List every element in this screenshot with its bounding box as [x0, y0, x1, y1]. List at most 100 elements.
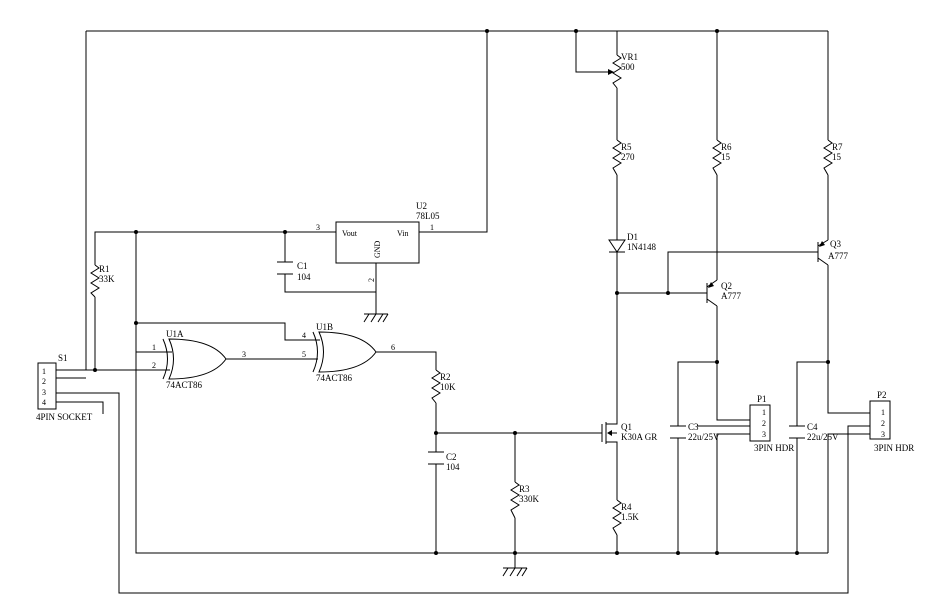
- header-p2: 1 2 3 P2 3PIN HDR: [869, 390, 914, 453]
- resistor-r1: R1 33K: [90, 264, 115, 298]
- header-p1: 1 2 3 P1 3PIN HDR: [749, 394, 794, 453]
- s1-pin1-label: 1: [42, 367, 46, 376]
- junction-dot: [715, 360, 719, 364]
- q1-value: K30A GR: [621, 432, 657, 442]
- u1b-value: 74ACT86: [316, 373, 353, 383]
- resistor-r6: R6 15: [712, 139, 732, 176]
- p2-pin2-label: 2: [881, 419, 885, 428]
- c2-value: 104: [446, 462, 460, 472]
- junction-dot: [676, 551, 680, 555]
- transistor-q1: Q1 K30A GR: [601, 416, 657, 449]
- junction-dot: [666, 291, 670, 295]
- resistor-r3: R3 330K: [510, 481, 540, 519]
- capacitor-c3: C3 22u/25V: [670, 422, 720, 442]
- wire-u1b-out: [376, 351, 437, 370]
- d1-ref: D1: [627, 232, 638, 242]
- r4-value: 1.5K: [621, 512, 639, 522]
- wire-vcc-branch: [135, 232, 828, 554]
- connector-s1: 1 2 3 4 S1 4PIN SOCKET: [36, 353, 93, 422]
- junction-dot: [434, 551, 438, 555]
- c3-ref: C3: [688, 422, 699, 432]
- potentiometer-vr1: VR1 500: [607, 52, 638, 89]
- q3-ref: Q3: [830, 239, 841, 249]
- xor-gate-u1b: 4 5 6 U1B 74ACT86: [302, 322, 395, 383]
- junction-dot: [434, 431, 438, 435]
- u2-pin-gnd: 2: [367, 278, 376, 282]
- u1b-ref: U1B: [316, 322, 333, 332]
- s1-pin2-label: 2: [42, 377, 46, 386]
- q1-ref: Q1: [621, 422, 632, 432]
- u2-ref: U2: [416, 201, 427, 211]
- junction-dot: [715, 551, 719, 555]
- junction-dot: [574, 29, 578, 33]
- r1-ref: R1: [99, 264, 110, 274]
- junction-dot: [283, 230, 287, 234]
- wire-p1-pin3: [716, 433, 750, 553]
- junction-dot: [134, 230, 138, 234]
- s1-value: 4PIN SOCKET: [36, 412, 93, 422]
- u1b-pin5: 5: [302, 350, 306, 359]
- r7-value: 15: [832, 152, 842, 162]
- p1-value: 3PIN HDR: [754, 443, 794, 453]
- u1a-pin3: 3: [242, 350, 246, 359]
- r4-ref: R4: [621, 502, 632, 512]
- wire-c1-bottom: [284, 274, 376, 293]
- ground-symbol-r3: [502, 567, 528, 577]
- p2-pin1-label: 1: [881, 408, 885, 417]
- r3-ref: R3: [519, 484, 530, 494]
- u1b-pin4: 4: [302, 331, 306, 340]
- wires: [56, 30, 870, 594]
- r2-ref: R2: [440, 372, 451, 382]
- p1-ref: P1: [757, 394, 767, 404]
- capacitor-c1: C1 104: [277, 261, 311, 282]
- u2-vin-label: Vin: [397, 229, 409, 238]
- r2-value: 10K: [440, 382, 456, 392]
- r3-value: 330K: [519, 494, 540, 504]
- wire-u1b-in1: [136, 322, 320, 341]
- r7-ref: R7: [832, 142, 843, 152]
- wire-p2-pin3: [827, 433, 870, 553]
- xor-gate-u1a: 1 2 3 U1A 74ACT86: [152, 329, 246, 390]
- junction-dot: [715, 29, 719, 33]
- junction-dot: [795, 551, 799, 555]
- q2-value: A777: [721, 291, 741, 301]
- wire-c4-top: [796, 361, 828, 426]
- u2-pin-vout: 3: [316, 223, 320, 232]
- wire-q3-collector: [827, 265, 870, 414]
- junction-dot: [93, 368, 97, 372]
- wire-s1-pin4: [56, 401, 104, 414]
- r6-ref: R6: [721, 142, 732, 152]
- resistor-r4: R4 1.5K: [612, 499, 639, 536]
- u1b-pin6: 6: [391, 343, 395, 352]
- u1a-value: 74ACT86: [166, 380, 203, 390]
- diode-d1: D1 1N4148: [608, 232, 656, 253]
- u2-vout-label: Vout: [342, 229, 358, 238]
- resistor-r7: R7 15: [823, 139, 843, 176]
- u1a-pin2: 2: [152, 361, 156, 370]
- wire-vout-net: [94, 231, 336, 265]
- r6-value: 15: [721, 152, 731, 162]
- ground-symbol-u2: [363, 313, 389, 323]
- q3-value: A777: [828, 251, 848, 261]
- s1-pin4-label: 4: [42, 398, 46, 407]
- wire-u2-vin: [419, 31, 488, 233]
- r5-ref: R5: [621, 142, 632, 152]
- p2-ref: P2: [877, 390, 887, 400]
- wire-q3-base: [667, 251, 818, 293]
- s1-ref: S1: [58, 353, 68, 363]
- r1-value: 33K: [99, 274, 115, 284]
- resistor-r5: R5 270: [612, 139, 635, 176]
- q2-ref: Q2: [721, 281, 732, 291]
- p1-pin2-label: 2: [762, 419, 766, 428]
- c1-value: 104: [297, 272, 311, 282]
- p2-value: 3PIN HDR: [874, 443, 914, 453]
- capacitor-c2: C2 104: [428, 451, 460, 472]
- c4-value: 22u/25V: [807, 432, 839, 442]
- c1-ref: C1: [297, 261, 308, 271]
- regulator-u2: Vout Vin GND 3 1 2 U2 78L05: [316, 201, 440, 282]
- wire-s1-pin3: [56, 392, 870, 594]
- vr1-value: 500: [621, 62, 635, 72]
- s1-pin3-label: 3: [42, 388, 46, 397]
- junctions: [93, 29, 830, 555]
